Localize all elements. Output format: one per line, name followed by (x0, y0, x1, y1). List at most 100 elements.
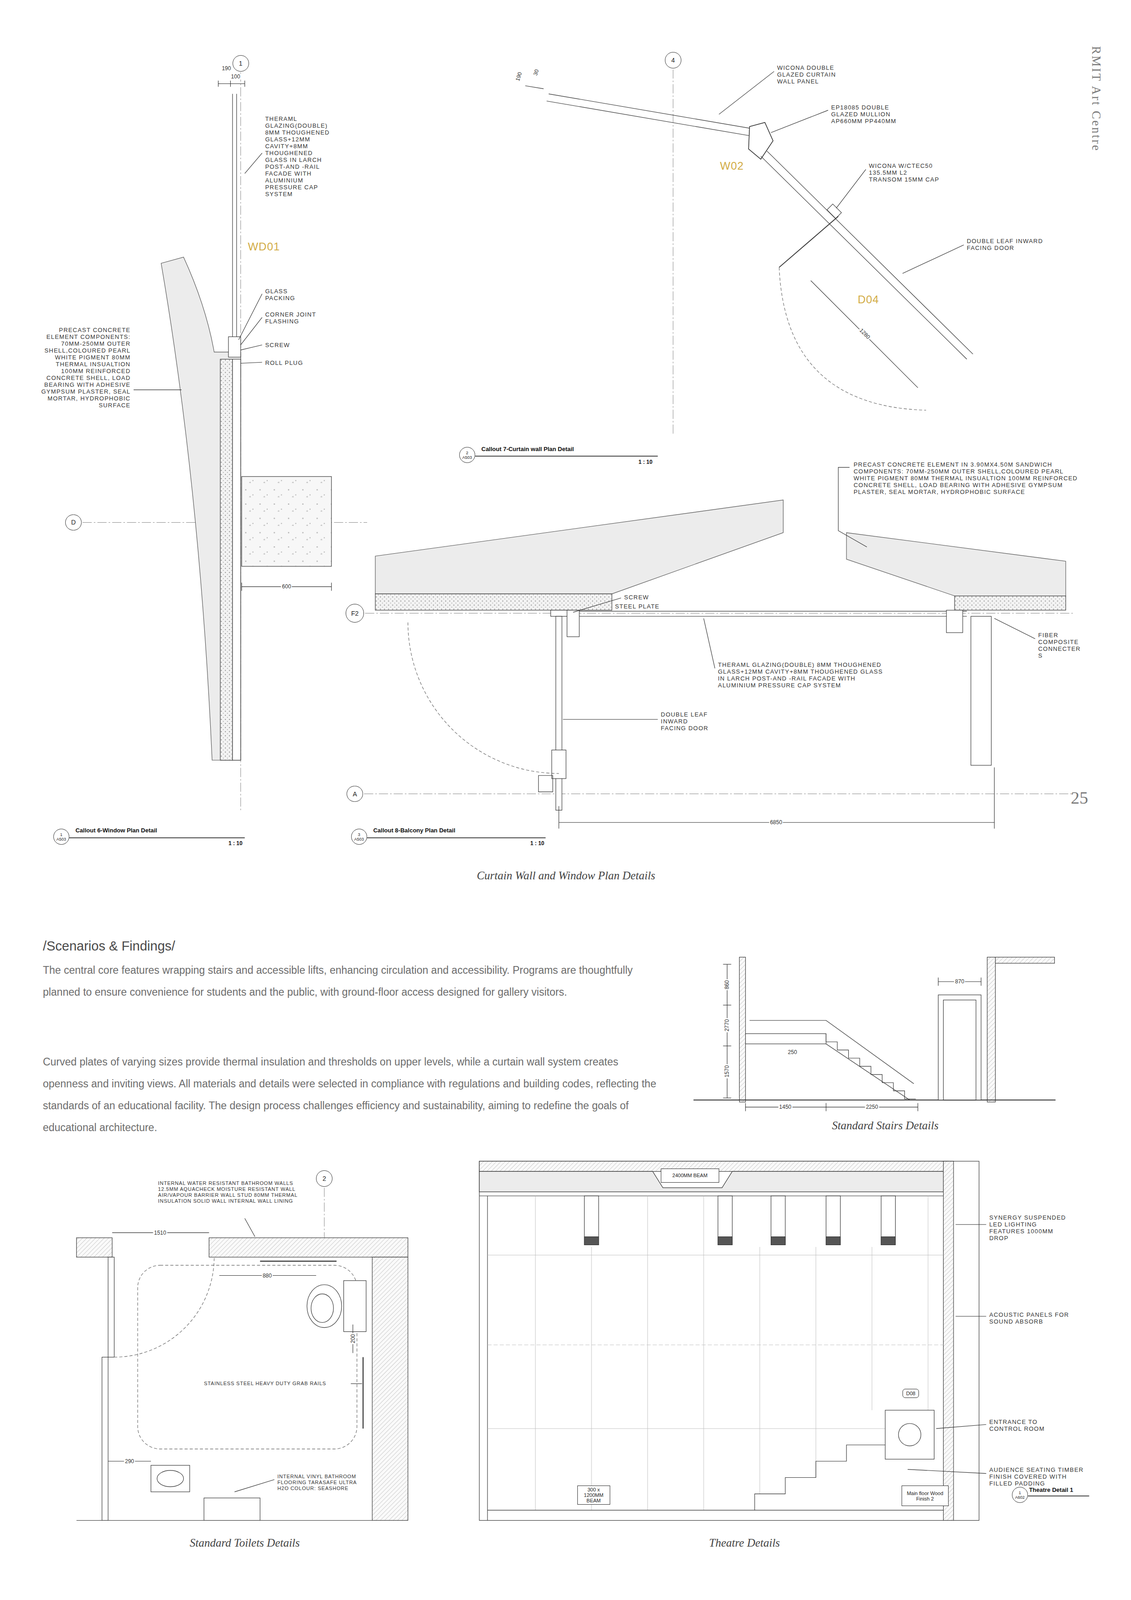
figure-caption: Standard Stairs Details (732, 1119, 1039, 1132)
drawing-part (69, 69, 1090, 1521)
callout-bubble: 1A503 (53, 828, 70, 845)
stairs-detail (693, 957, 1056, 1112)
node-text: A602 (1015, 1494, 1025, 1500)
balcony-plan-detail (954, 596, 1066, 611)
toilet-detail (102, 1357, 109, 1521)
toilet-detail (137, 1265, 358, 1449)
stairs-detail (745, 1106, 919, 1108)
dimension-text: 1510 (153, 1229, 168, 1236)
beam-tag: 2400MM BEAM (660, 1168, 719, 1183)
node-text: A503 (354, 836, 364, 842)
theatre-detail (487, 1428, 886, 1429)
node-text: 2400MM BEAM (662, 1172, 717, 1178)
dimension-text: 2250 (865, 1104, 880, 1111)
curtain-wall-plan-detail (767, 150, 974, 354)
theatre-detail (825, 1236, 841, 1246)
stairs-detail (723, 1004, 732, 1006)
toilet-detail (76, 1237, 113, 1258)
annotation-note: AUDIENCE SEATING TIMBER FINISH COVERED W… (989, 1466, 1086, 1487)
annotation-note: PRECAST CONCRETE ELEMENT IN 3.90MX4.50M … (853, 461, 1079, 496)
window-plan-detail (232, 359, 241, 761)
toilet-detail (114, 1256, 214, 1357)
page-number: 25 (1070, 788, 1089, 807)
annotation-note: SYNERGY SUSPENDED LED LIGHTING FEATURES … (989, 1214, 1073, 1242)
grid-bubble: D (65, 514, 82, 531)
theatre-detail (584, 1236, 599, 1246)
dimension-text: 600 (280, 583, 292, 590)
window-plan-detail (160, 257, 241, 761)
annotation-note: DOUBLE LEAF INWARD FACING DOOR (660, 710, 710, 732)
theatre-detail (885, 1410, 934, 1459)
node-content: 1 (238, 59, 243, 68)
node-content: 3A503 (354, 832, 364, 842)
toilet-detail (208, 1237, 408, 1258)
node-content: 1A602 (1015, 1490, 1025, 1500)
balcony-plan-detail (538, 775, 553, 792)
stairs-detail (723, 964, 732, 965)
toilet-detail (311, 1293, 334, 1323)
theatre-detail (936, 1424, 987, 1429)
annotation-note: INTERNAL WATER RESISTANT BATHROOM WALLS … (158, 1180, 312, 1204)
toilet-detail (156, 1470, 184, 1487)
theatre-detail (647, 1195, 649, 1510)
stairs-detail (938, 994, 981, 1100)
dimension-text: 1570 (724, 1064, 731, 1079)
toilet-detail (372, 1256, 408, 1521)
annotation-note: STEEL PLATE (614, 602, 660, 610)
curtain-wall-plan-detail (810, 280, 919, 388)
callout-bubble: 2A503 (459, 446, 476, 463)
annotation-note: SCREW (264, 341, 290, 349)
node-text: 2 (462, 450, 473, 456)
section-heading: /Scenarios & Findings/ (42, 938, 176, 954)
node-content: D (71, 518, 76, 526)
curtain-wall-plan-detail (546, 100, 750, 136)
toilet-detail (76, 1187, 409, 1521)
curtain-wall-plan-detail (475, 69, 973, 457)
toilet-detail (150, 1465, 190, 1492)
node-text: D08 (904, 1390, 918, 1396)
balcony-plan-detail (407, 622, 559, 774)
stairs-detail (693, 1099, 1056, 1101)
dimension-text: 250 (787, 1048, 799, 1055)
theatre-detail (815, 1246, 816, 1478)
theatre-detail (717, 1236, 732, 1246)
window-plan-detail (230, 80, 231, 87)
window-plan-detail (240, 317, 263, 345)
window-plan-detail (220, 359, 233, 761)
figure-caption: Curtain Wall and Window Plan Details (352, 869, 781, 882)
node-text: A (352, 790, 358, 798)
toilet-detail (108, 1256, 115, 1357)
toilet-detail (234, 1479, 275, 1492)
balcony-plan-detail (363, 793, 1073, 794)
node-text: 1 (238, 59, 243, 68)
node-content: 2A503 (462, 450, 473, 460)
grid-bubble: 2 (316, 1170, 333, 1187)
balcony-plan-detail (703, 618, 716, 669)
dimension-text: 290 (124, 1457, 135, 1464)
theatre-detail (881, 1236, 896, 1246)
annotation-note: ENTRANCE TO CONTROL ROOM (989, 1418, 1061, 1432)
stairs-detail (938, 977, 939, 986)
toilet-detail (244, 1218, 255, 1237)
node-text: 1 (56, 832, 67, 837)
theatre-detail (535, 1195, 536, 1510)
node-content: 300 x 1200MM BEAM (579, 1486, 609, 1504)
dimension-text: 6850 (768, 819, 784, 826)
window-plan-detail (331, 582, 332, 591)
grid-bubble: A (346, 785, 364, 803)
balcony-plan-detail (570, 616, 967, 617)
node-text: 3 (354, 832, 364, 837)
toilet-detail (350, 1383, 363, 1384)
theatre-detail (479, 1195, 944, 1196)
window-plan-detail (244, 80, 245, 87)
toilet-detail (362, 1357, 364, 1429)
dimension-text: 190 (220, 65, 232, 72)
node-content: 1A503 (56, 832, 67, 842)
figure-caption: Theatre Details (591, 1536, 898, 1550)
annotation-note: FIBER COMPOSITE CONNECTER S (1038, 631, 1088, 659)
curtain-wall-plan-detail (902, 244, 964, 274)
node-content: A (352, 790, 358, 798)
balcony-plan-detail (375, 499, 784, 594)
balcony-plan-detail (994, 767, 995, 829)
stairs-detail (745, 1102, 746, 1111)
